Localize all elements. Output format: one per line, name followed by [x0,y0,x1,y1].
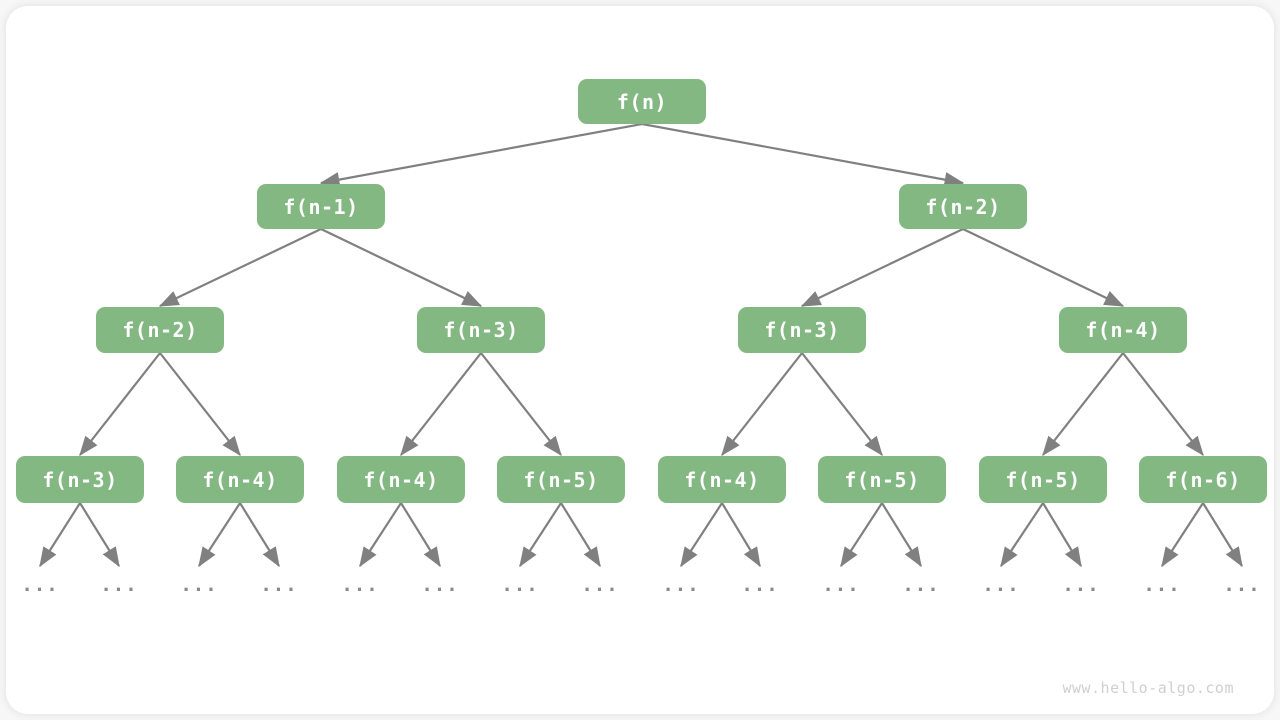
ellipsis-marker: ... [902,574,940,596]
ellipsis-marker: ... [260,574,298,596]
tree-node-n0: f(n) [578,79,706,124]
ellipsis-marker: ... [21,574,59,596]
ellipsis-marker: ... [421,574,459,596]
ellipsis-marker: ... [741,574,779,596]
tree-node-n1: f(n-1) [257,184,385,229]
tree-node-n13: f(n-5) [979,456,1107,503]
tree-node-n9: f(n-4) [337,456,465,503]
tree-node-n7: f(n-3) [16,456,144,503]
ellipsis-marker: ... [982,574,1020,596]
tree-node-n3: f(n-2) [96,307,224,353]
tree-node-n8: f(n-4) [176,456,304,503]
tree-node-n4: f(n-3) [417,307,545,353]
tree-node-n14: f(n-6) [1139,456,1267,503]
ellipsis-marker: ... [581,574,619,596]
ellipsis-marker: ... [1143,574,1181,596]
tree-node-n2: f(n-2) [899,184,1027,229]
ellipsis-marker: ... [662,574,700,596]
ellipsis-marker: ... [822,574,860,596]
ellipsis-marker: ... [100,574,138,596]
watermark: www.hello-algo.com [1062,679,1234,697]
tree-node-n10: f(n-5) [497,456,625,503]
ellipsis-marker: ... [501,574,539,596]
ellipsis-marker: ... [1223,574,1261,596]
ellipsis-marker: ... [341,574,379,596]
ellipsis-marker: ... [1062,574,1100,596]
tree-node-n12: f(n-5) [818,456,946,503]
tree-node-n11: f(n-4) [658,456,786,503]
tree-node-n5: f(n-3) [738,307,866,353]
tree-node-n6: f(n-4) [1059,307,1187,353]
ellipsis-marker: ... [180,574,218,596]
